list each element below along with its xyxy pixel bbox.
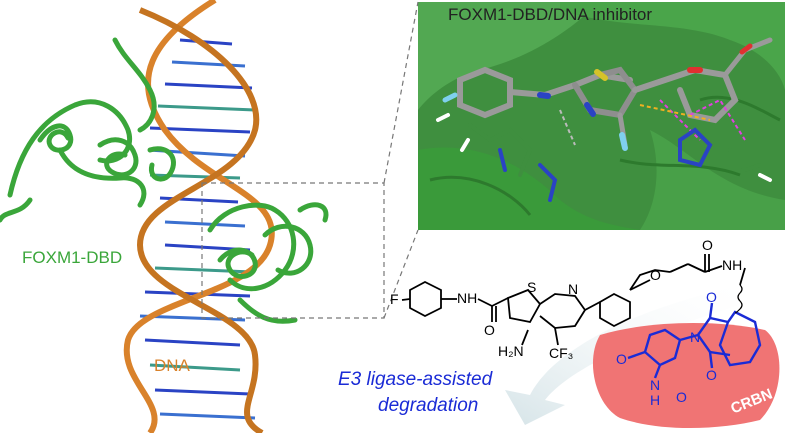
zoom-line-top xyxy=(383,1,419,184)
interaction-dashes xyxy=(559,98,746,146)
atom-glut-o1: O xyxy=(616,351,627,367)
atom-sulfur: S xyxy=(527,279,537,295)
mechanism-label-line1: E3 ligase-assisted xyxy=(338,369,493,390)
atom-cf3: CF₃ xyxy=(549,345,574,361)
dna-label: DNA xyxy=(154,356,190,375)
crbn-blob xyxy=(592,323,780,428)
wavy-linker xyxy=(734,284,743,314)
atom-amide-o: O xyxy=(484,322,495,338)
crbn-ligand-structure xyxy=(627,302,762,379)
inset-panel xyxy=(418,2,785,230)
protein-cartoon xyxy=(0,37,329,324)
atom-glut-n: N xyxy=(650,377,661,393)
atom-glut-h: H xyxy=(650,392,661,408)
zoom-line-bottom xyxy=(383,229,419,319)
atom-imide-o2: O xyxy=(706,367,717,383)
atom-linker-nh: NH xyxy=(722,257,743,273)
dna-backbone-2 xyxy=(136,7,264,433)
mechanism-label-line2: degradation xyxy=(378,395,479,416)
atom-fluoro: F xyxy=(390,291,399,307)
inhibitor-structure xyxy=(401,254,746,346)
atom-amine: H₂N xyxy=(498,343,524,359)
atom-imide-n: N xyxy=(690,329,701,345)
atom-ring-n: N xyxy=(568,281,579,297)
atom-glut-o2: O xyxy=(676,389,687,405)
dna-helix xyxy=(123,0,275,433)
binding-site-box xyxy=(201,182,385,319)
residue-sticks xyxy=(436,113,772,202)
degradation-arrow xyxy=(505,285,740,425)
atom-carbonyl-o: O xyxy=(702,237,713,253)
atom-ether-o: O xyxy=(650,267,661,283)
ligand-sticks xyxy=(442,37,773,151)
atom-imide-o1: O xyxy=(706,289,717,305)
inset-title: FOXM1-DBD/DNA inhibitor xyxy=(448,5,653,24)
atom-amide-nh: NH xyxy=(457,290,478,306)
protein-label: FOXM1-DBD xyxy=(22,248,123,267)
